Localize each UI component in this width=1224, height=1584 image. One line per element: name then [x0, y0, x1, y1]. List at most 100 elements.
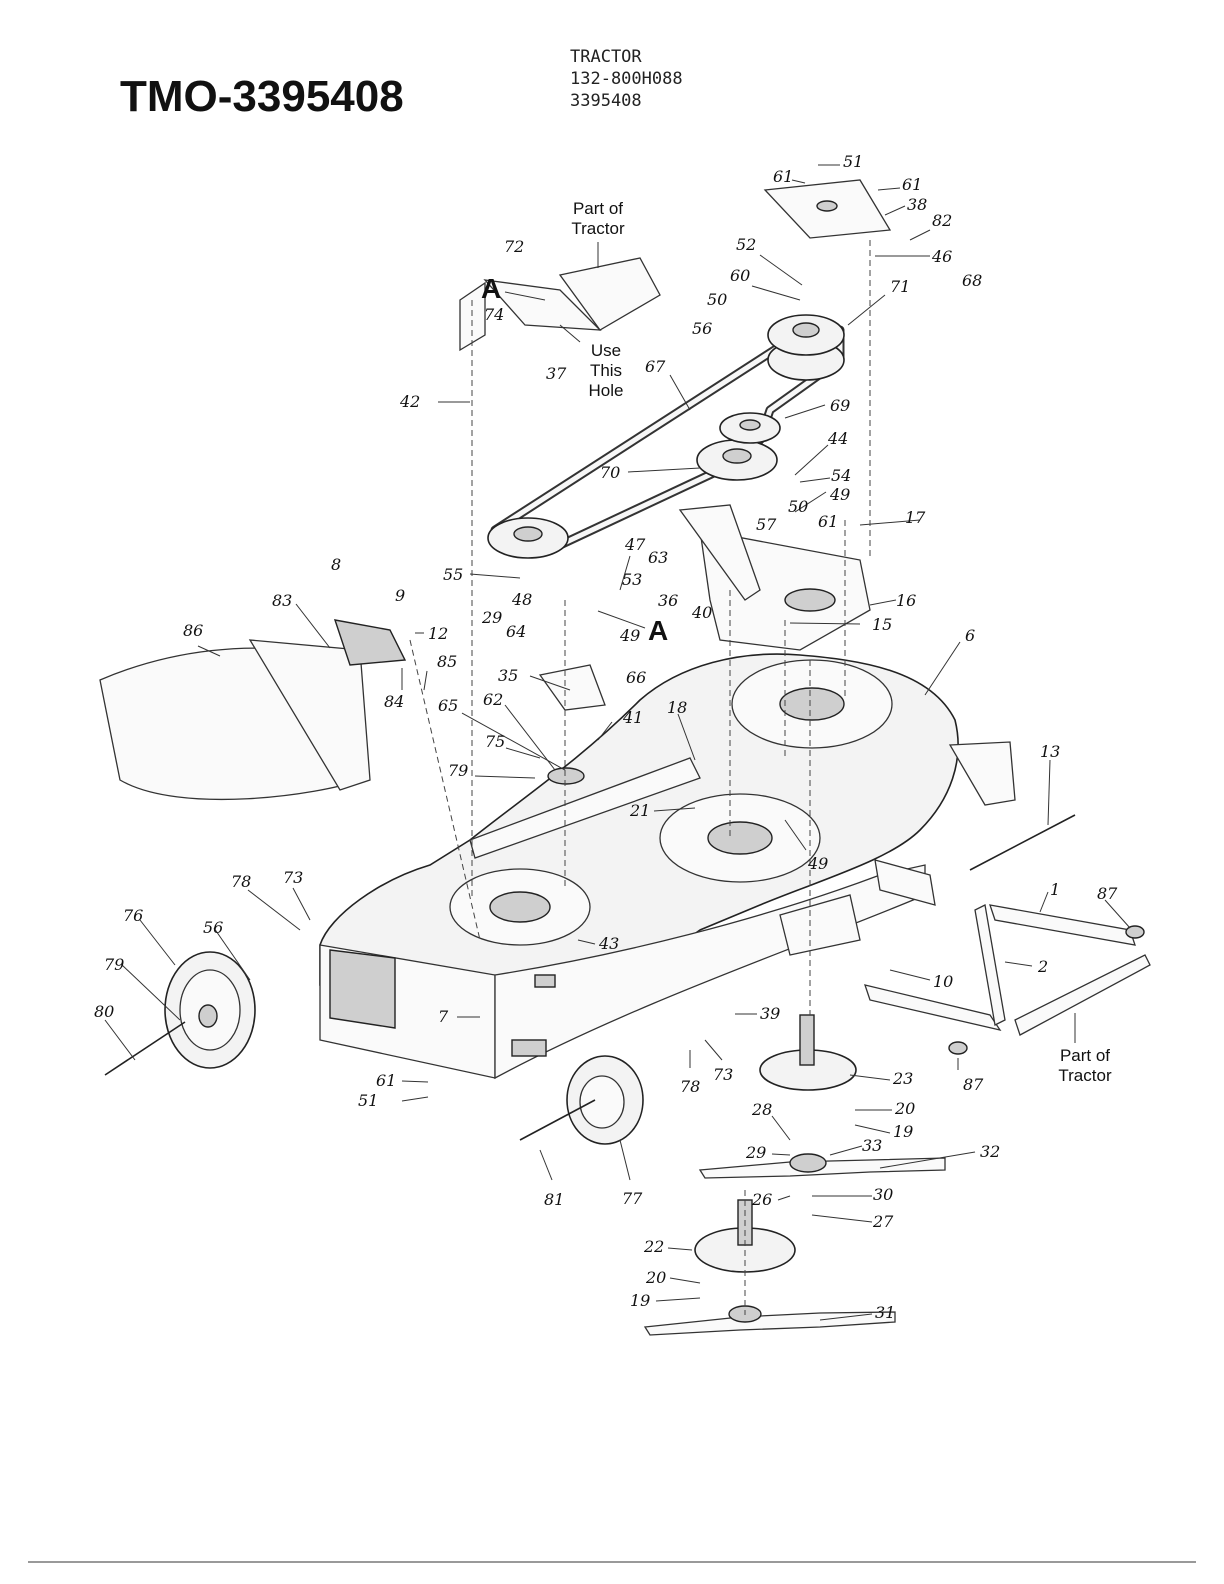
- callout-label: 42: [399, 392, 420, 411]
- callout-label: 32: [980, 1142, 1000, 1161]
- assembly-lines: [409, 240, 871, 1315]
- note-part-of-tractor-right-1: Part of: [1060, 1046, 1110, 1065]
- model-line-type: TRACTOR: [570, 47, 642, 67]
- model-line-number: 132-800H088: [570, 69, 683, 89]
- callout-label: 41: [622, 708, 643, 727]
- callout-label: 63: [648, 548, 668, 567]
- brackets: [459, 179, 892, 785]
- callout-label: 84: [384, 692, 404, 711]
- callout-label: 28: [751, 1100, 772, 1119]
- callout-label: 62: [483, 690, 503, 709]
- callout-label: 64: [506, 622, 526, 641]
- callout-label: 20: [894, 1099, 915, 1118]
- callout-label: 56: [203, 918, 223, 937]
- callout-label: 61: [902, 175, 922, 194]
- callout-label: 72: [504, 237, 524, 256]
- callout-label: 79: [448, 761, 468, 780]
- reference-a-top: A: [481, 273, 501, 304]
- callout-label: 85: [437, 652, 457, 671]
- callout-label: 83: [272, 591, 292, 610]
- note-use-this-hole-1: Use: [591, 341, 621, 360]
- callout-label: 27: [872, 1212, 894, 1231]
- callout-label: 56: [692, 319, 712, 338]
- callout-label: 44: [827, 429, 848, 448]
- callout-label: 35: [498, 666, 518, 685]
- callout-label: 78: [680, 1077, 700, 1096]
- callout-label: 18: [667, 698, 687, 717]
- callout-label: 10: [933, 972, 953, 991]
- callout-label: 76: [123, 906, 143, 925]
- callout-label: 49: [807, 854, 828, 873]
- callout-label: 55: [443, 565, 463, 584]
- callout-label: 21: [629, 801, 650, 820]
- note-part-of-tractor-right-2: Tractor: [1058, 1066, 1112, 1085]
- callout-label: 81: [544, 1190, 564, 1209]
- callout-label: 16: [896, 591, 916, 610]
- callout-label: 2: [1037, 957, 1048, 976]
- gauge-wheels: [104, 951, 644, 1145]
- callout-label: 53: [622, 570, 642, 589]
- callout-label: 51: [843, 152, 863, 171]
- callout-label: 38: [907, 195, 927, 214]
- callout-label: 52: [736, 235, 756, 254]
- note-part-of-tractor-top-2: Tractor: [571, 219, 625, 238]
- callout-label: 78: [231, 872, 251, 891]
- callout-label: 43: [598, 934, 619, 953]
- reference-a-middle: A: [648, 615, 668, 646]
- note-use-this-hole-2: This: [590, 361, 622, 380]
- callout-label: 8: [331, 555, 341, 574]
- callout-label: 6: [965, 626, 975, 645]
- callout-label: 61: [818, 512, 838, 531]
- callout-label: 17: [905, 508, 926, 527]
- document-id: TMO-3395408: [120, 72, 404, 121]
- spindles-and-blades: [643, 1014, 946, 1336]
- callout-label: 61: [773, 167, 793, 186]
- note-part-of-tractor-top-1: Part of: [573, 199, 623, 218]
- callout-label: 51: [358, 1091, 378, 1110]
- note-use-this-hole-3: Hole: [589, 381, 624, 400]
- callout-leaders: [104, 164, 1131, 1321]
- callout-label: 37: [546, 364, 567, 383]
- callout-label: 79: [104, 955, 124, 974]
- callout-label: 33: [862, 1136, 882, 1155]
- callout-label: 70: [600, 463, 620, 482]
- callout-label: 77: [622, 1189, 643, 1208]
- callout-labels: 51 61 61 38 82 46 52 60 71 6 8 50 56 72 7…: [94, 152, 1118, 1322]
- callout-label: 75: [485, 732, 505, 751]
- mower-deck: [319, 653, 1016, 1080]
- callout-label: 80: [94, 1002, 114, 1021]
- callout-label: 50: [788, 497, 808, 516]
- callout-label: 71: [890, 277, 910, 296]
- callout-label: 39: [760, 1004, 780, 1023]
- model-info: TRACTOR 132-800H088 3395408: [570, 46, 683, 112]
- callout-label: 60: [730, 266, 750, 285]
- callout-label: 54: [831, 466, 851, 485]
- callout-label: 29: [481, 608, 502, 627]
- callout-label: 46: [931, 247, 952, 266]
- callout-label: 74: [484, 305, 504, 324]
- callout-label: 73: [713, 1065, 733, 1084]
- drive-belt-assembly: [487, 314, 845, 559]
- callout-label: 13: [1040, 742, 1060, 761]
- callout-label: 67: [645, 357, 666, 376]
- callout-label: 19: [893, 1122, 913, 1141]
- callout-label: 30: [873, 1185, 893, 1204]
- callout-label: 31: [875, 1303, 895, 1322]
- discharge-chute: [99, 619, 407, 801]
- callout-label: 19: [630, 1291, 650, 1310]
- callout-label: 47: [624, 535, 646, 554]
- callout-label: 48: [511, 590, 532, 609]
- callout-label: 73: [283, 868, 303, 887]
- callout-label: 23: [892, 1069, 913, 1088]
- callout-label: 36: [658, 591, 678, 610]
- callout-label: 40: [691, 603, 712, 622]
- callout-label: 82: [932, 211, 952, 230]
- callout-label: 66: [626, 668, 646, 687]
- callout-label: 20: [645, 1268, 666, 1287]
- callout-label: 86: [183, 621, 203, 640]
- callout-label: 29: [745, 1143, 766, 1162]
- callout-label: 12: [428, 624, 448, 643]
- callout-label: 15: [872, 615, 892, 634]
